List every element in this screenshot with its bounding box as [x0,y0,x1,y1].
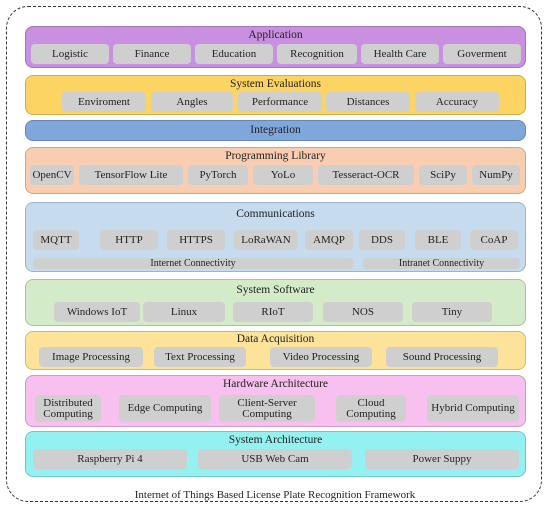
layer-title: System Evaluations [229,78,322,90]
chip-amqp: AMQP [305,230,353,250]
chip-tensorflow-lite: TensorFlow Lite [79,165,183,185]
layer-title: Data Acquisition [236,333,315,345]
layer-system-software: System Software Windows IoT Linux RIoT N… [25,279,526,326]
chip-cloud-computing: Cloud Computing [336,395,406,422]
chip-raspberry-pi-4: Raspberry Pi 4 [33,449,187,469]
chip-riot: RIoT [233,302,313,322]
chip-mqtt: MQTT [33,230,79,250]
layer-title: Communications [236,208,315,220]
chip-logistic: Logistic [31,44,109,64]
chip-angles: Angles [151,92,233,112]
chip-lorawan: LoRaWAN [234,230,298,250]
chip-sound-processing: Sound Processing [386,347,498,367]
chip-yolo: YoLo [253,165,313,185]
chip-http: HTTP [100,230,158,250]
layer-title: Application [248,29,303,41]
chip-goverment: Goverment [443,44,521,64]
layer-programming-library: Programming Library OpenCV TensorFlow Li… [25,147,526,194]
layer-hardware-architecture: Hardware Architecture Distributed Comput… [25,375,526,427]
chip-dds: DDS [359,230,405,250]
chip-health-care: Health Care [361,44,439,64]
layer-system-architecture: System Architecture Raspberry Pi 4 USB W… [25,431,526,477]
intranet-connectivity-bar: Intranet Connectivity [363,258,520,269]
chip-hybrid-computing: Hybrid Computing [427,395,519,422]
layer-integration: Integration [25,120,526,141]
layer-title: Integration [250,124,301,136]
layer-title: Programming Library [225,150,326,162]
chip-power-suppy: Power Suppy [365,449,519,469]
chip-usb-web-cam: USB Web Cam [198,449,352,469]
framework-title: Internet of Things Based License Plate R… [0,489,550,501]
layer-application: Application Logistic Finance Education R… [25,26,526,68]
chip-linux: Linux [143,302,225,322]
chip-edge-computing: Edge Computing [119,395,211,422]
layer-communications: Communications MQTT HTTP HTTPS LoRaWAN A… [25,202,526,272]
chip-performance: Performance [238,92,322,112]
chip-recognition: Recognition [277,44,357,64]
framework-title-text: Internet of Things Based License Plate R… [128,489,422,501]
chip-client-server-computing: Client-Server Computing [219,395,315,422]
layer-system-evaluations: System Evaluations Enviroment Angles Per… [25,75,526,115]
chip-windows-iot: Windows IoT [54,302,140,322]
chip-text-processing: Text Processing [154,347,246,367]
layer-title: Hardware Architecture [222,378,329,390]
internet-connectivity-bar: Internet Connectivity [33,258,353,269]
chip-image-processing: Image Processing [39,347,143,367]
chip-accuracy: Accuracy [415,92,499,112]
chip-opencv: OpenCV [30,165,74,185]
chip-video-processing: Video Processing [270,347,372,367]
chip-finance: Finance [113,44,191,64]
chip-distributed-computing: Distributed Computing [35,395,101,422]
framework-frame [6,6,542,502]
chip-https: HTTPS [167,230,225,250]
chip-tesseract-ocr: Tesseract-OCR [318,165,414,185]
layer-title: System Architecture [228,434,323,446]
chip-ble: BLE [415,230,461,250]
chip-distances: Distances [326,92,410,112]
chip-tiny: Tiny [412,302,492,322]
chip-scipy: SciPy [419,165,467,185]
chip-pytorch: PyTorch [188,165,248,185]
chip-enviroment: Enviroment [62,92,146,112]
chip-nos: NOS [323,302,403,322]
layer-title: System Software [236,284,315,296]
chip-coap: CoAP [470,230,518,250]
chip-education: Education [195,44,273,64]
layer-data-acquisition: Data Acquisition Image Processing Text P… [25,331,526,370]
chip-numpy: NumPy [472,165,520,185]
